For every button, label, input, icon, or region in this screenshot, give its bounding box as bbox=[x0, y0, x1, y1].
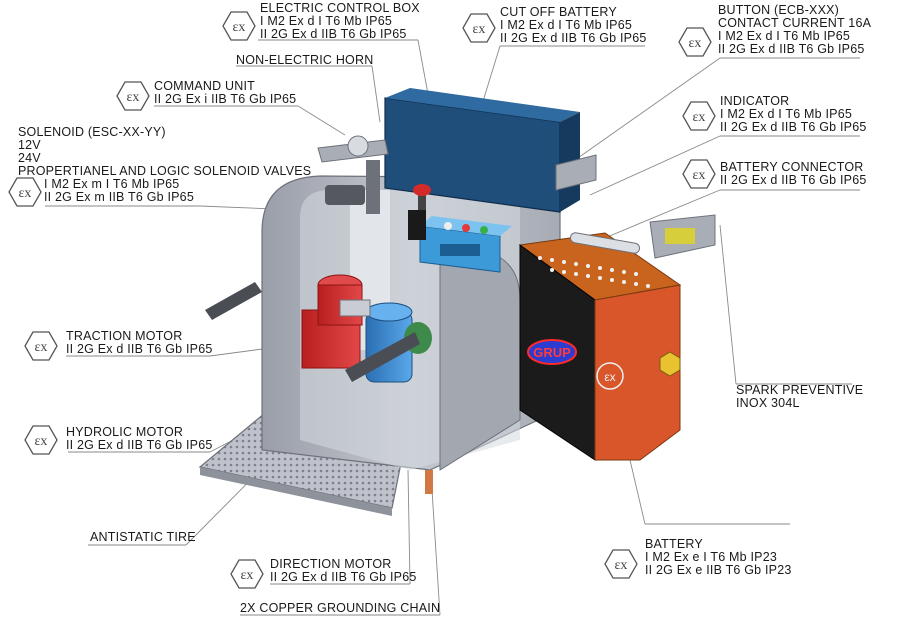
label-button: BUTTON (ECB-XXX) CONTACT CURRENT 16A I M… bbox=[718, 4, 871, 56]
solenoid-voltage-12: 12V bbox=[18, 138, 41, 152]
ex-badge-text: εx bbox=[19, 186, 32, 201]
solenoid-spec-2: II 2G Ex m IIB T6 Gb IP65 bbox=[44, 190, 194, 204]
ex-hexagon-icon: εx bbox=[222, 11, 256, 41]
ex-hexagon-icon: εx bbox=[24, 331, 58, 361]
button-current: CONTACT CURRENT 16A bbox=[718, 16, 872, 30]
direction-motor-title: DIRECTION MOTOR bbox=[270, 557, 392, 571]
command-unit-title: COMMAND UNIT bbox=[154, 79, 256, 93]
cut-off-battery-spec-2: II 2G Ex d IIB T6 Gb IP65 bbox=[500, 31, 647, 45]
electric-control-box-spec-1: I M2 Ex d I T6 Mb IP65 bbox=[260, 14, 393, 28]
solenoid-handle-shape bbox=[317, 135, 389, 214]
label-traction-motor: TRACTION MOTOR II 2G Ex d IIB T6 Gb IP65 bbox=[66, 330, 213, 356]
ex-hexagon-icon: εx bbox=[230, 559, 264, 589]
button-spec-2: II 2G Ex d IIB T6 Gb IP65 bbox=[718, 42, 865, 56]
ex-badge-text: εx bbox=[233, 20, 246, 35]
electric-control-box-title: ELECTRIC CONTROL BOX bbox=[260, 1, 420, 15]
solenoid-spec-1: I M2 Ex m I T6 Mb IP65 bbox=[44, 177, 180, 191]
battery-connector-title: BATTERY CONNECTOR bbox=[720, 160, 864, 174]
ex-hexagon-icon: εx bbox=[682, 159, 716, 189]
hydrolic-motor-title: HYDROLIC MOTOR bbox=[66, 425, 184, 439]
label-non-electric-horn: NON-ELECTRIC HORN bbox=[236, 54, 373, 67]
stop-button-shape bbox=[408, 184, 431, 240]
battery-shape: GRUP εx bbox=[518, 232, 682, 461]
traction-motor-title: TRACTION MOTOR bbox=[66, 329, 183, 343]
label-battery: BATTERY I M2 Ex e I T6 Mb IP23 II 2G Ex … bbox=[645, 538, 792, 577]
button-title: BUTTON (ECB-XXX) bbox=[718, 3, 840, 17]
label-electric-control-box: ELECTRIC CONTROL BOX I M2 Ex d I T6 Mb I… bbox=[260, 2, 420, 41]
label-hydrolic-motor: HYDROLIC MOTOR II 2G Ex d IIB T6 Gb IP65 bbox=[66, 426, 213, 452]
non-electric-horn-title: NON-ELECTRIC HORN bbox=[236, 53, 374, 67]
cut-off-battery-spec-1: I M2 Ex d I T6 Mb IP65 bbox=[500, 18, 633, 32]
indicator-spec-1: I M2 Ex d I T6 Mb IP65 bbox=[720, 107, 853, 121]
label-command-unit: COMMAND UNIT II 2G Ex i IIB T6 Gb IP65 bbox=[154, 80, 296, 106]
battery-ex-mark: εx bbox=[604, 370, 615, 384]
ex-badge-text: εx bbox=[693, 168, 706, 183]
solenoid-voltage-24: 24V bbox=[18, 151, 41, 165]
spark-preventive-title: SPARK PREVENTIVE bbox=[736, 383, 864, 397]
battery-cells bbox=[538, 256, 650, 288]
label-antistatic-tire: ANTISTATIC TIRE bbox=[90, 531, 196, 544]
ex-hexagon-icon: εx bbox=[24, 425, 58, 455]
indicator-spec-2: II 2G Ex d IIB T6 Gb IP65 bbox=[720, 120, 867, 134]
battery-connector-spec: II 2G Ex d IIB T6 Gb IP65 bbox=[720, 173, 867, 187]
label-indicator: INDICATOR I M2 Ex d I T6 Mb IP65 II 2G E… bbox=[720, 95, 867, 134]
solenoid-title: SOLENOID (ESC-XX-YY) bbox=[18, 125, 166, 139]
ex-badge-text: εx bbox=[693, 110, 706, 125]
ex-hexagon-icon: εx bbox=[116, 81, 150, 111]
ex-badge-text: εx bbox=[615, 558, 628, 573]
grounding-chain-title: 2X COPPER GROUNDING CHAIN bbox=[240, 601, 441, 615]
ex-hexagon-icon: εx bbox=[462, 13, 496, 43]
label-spark-preventive: SPARK PREVENTIVE INOX 304L bbox=[736, 384, 863, 410]
cut-off-battery-title: CUT OFF BATTERY bbox=[500, 5, 617, 19]
label-cut-off-battery: CUT OFF BATTERY I M2 Ex d I T6 Mb IP65 I… bbox=[500, 6, 647, 45]
brand-logo: GRUP bbox=[533, 345, 571, 360]
command-unit-shape bbox=[419, 216, 512, 273]
label-direction-motor: DIRECTION MOTOR II 2G Ex d IIB T6 Gb IP6… bbox=[270, 558, 417, 584]
ex-hexagon-icon: εx bbox=[604, 549, 638, 579]
ex-badge-text: εx bbox=[473, 22, 486, 37]
ex-badge-text: εx bbox=[127, 90, 140, 105]
command-unit-spec: II 2G Ex i IIB T6 Gb IP65 bbox=[154, 92, 297, 106]
battery-title: BATTERY bbox=[645, 537, 703, 551]
right-step bbox=[555, 154, 716, 259]
ex-badge-text: εx bbox=[35, 340, 48, 355]
spark-preventive-material: INOX 304L bbox=[736, 396, 800, 410]
side-arms bbox=[205, 282, 420, 382]
ex-hexagon-icon: εx bbox=[682, 101, 716, 131]
solenoid-description: PROPERTIANEL AND LOGIC SOLENOID VALVES bbox=[18, 164, 312, 178]
indicator-title: INDICATOR bbox=[720, 94, 790, 108]
electric-control-box-spec-2: II 2G Ex d IIB T6 Gb IP65 bbox=[260, 27, 407, 41]
ex-badge-text: εx bbox=[689, 36, 702, 51]
traction-motor-spec: II 2G Ex d IIB T6 Gb IP65 bbox=[66, 342, 213, 356]
direction-motor-spec: II 2G Ex d IIB T6 Gb IP65 bbox=[270, 570, 417, 584]
label-solenoid: SOLENOID (ESC-XX-YY) 12V 24V PROPERTIANE… bbox=[18, 126, 311, 204]
label-grounding-chain: 2X COPPER GROUNDING CHAIN bbox=[240, 602, 440, 615]
traction-motor-shape bbox=[301, 274, 363, 369]
ex-badge-text: εx bbox=[35, 434, 48, 449]
hydrolic-motor-spec: II 2G Ex d IIB T6 Gb IP65 bbox=[66, 438, 213, 452]
battery-spec-2: II 2G Ex e IIB T6 Gb IP23 bbox=[645, 563, 792, 577]
label-battery-connector: BATTERY CONNECTOR II 2G Ex d IIB T6 Gb I… bbox=[720, 161, 867, 187]
electric-control-box-shape bbox=[384, 88, 580, 213]
ex-hexagon-icon: εx bbox=[678, 27, 712, 57]
ex-hexagon-icon: εx bbox=[8, 177, 42, 207]
button-spec-1: I M2 Ex d I T6 Mb IP65 bbox=[718, 29, 851, 43]
battery-spec-1: I M2 Ex e I T6 Mb IP23 bbox=[645, 550, 778, 564]
ex-badge-text: εx bbox=[241, 568, 254, 583]
antistatic-tire-title: ANTISTATIC TIRE bbox=[90, 530, 196, 544]
